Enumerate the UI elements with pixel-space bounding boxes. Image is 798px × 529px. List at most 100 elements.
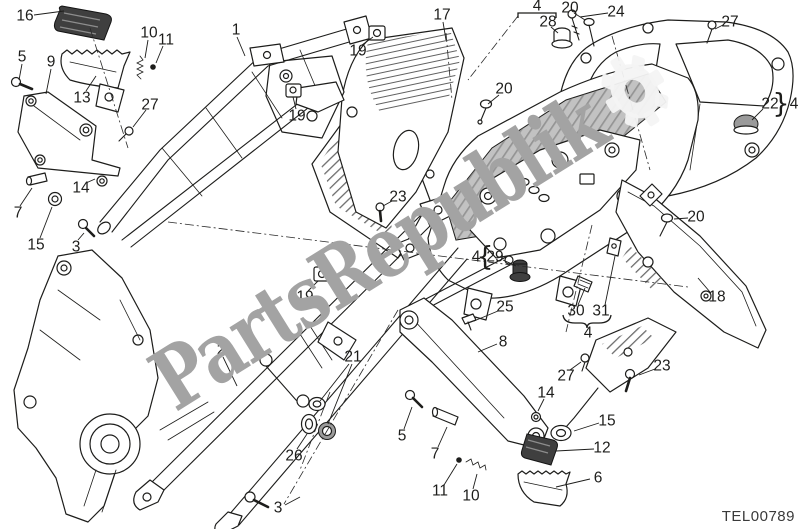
callout-leader (714, 24, 724, 30)
clip-nut-19b (285, 83, 302, 98)
callout-9: 9 (47, 54, 56, 71)
callout-leader (319, 363, 350, 402)
callout-leader (472, 473, 478, 490)
callout-leader (77, 232, 85, 241)
callout-leader (155, 45, 164, 64)
callout-leader (382, 200, 393, 207)
bolt-27-left (124, 126, 134, 136)
callout-17: 17 (433, 7, 450, 24)
callout-8: 8 (499, 334, 508, 351)
callout-leader (19, 187, 33, 207)
callout-leader (296, 433, 308, 450)
callout-leader (537, 398, 545, 412)
callout-leader (144, 39, 149, 59)
clip-nut-19c (313, 266, 331, 282)
pin-7-bottom (431, 406, 459, 426)
callout-19: 19 (349, 43, 366, 60)
callout-6: 6 (594, 470, 603, 487)
callout-leader (85, 75, 97, 92)
callout-3: 3 (72, 239, 81, 256)
callout-19: 19 (296, 289, 313, 306)
callout-leader (403, 406, 413, 430)
spring-10-bottom (465, 458, 487, 471)
callout-leader (502, 259, 517, 267)
callout-15: 15 (27, 237, 44, 254)
callout-leader (604, 255, 616, 306)
ball-11-bottom (456, 457, 462, 463)
callout-13: 13 (73, 90, 90, 107)
callout-leader (577, 287, 586, 306)
callout-20: 20 (495, 81, 513, 98)
callout-26: 26 (285, 448, 302, 465)
callout-30: 30 (567, 303, 585, 320)
callout-leader (638, 368, 656, 376)
callout-27: 27 (721, 14, 738, 31)
callout-2: 2 (217, 342, 226, 359)
callout-leader (236, 36, 246, 57)
callout-3: 3 (274, 500, 283, 517)
callout-12: 12 (593, 440, 610, 457)
subframe-lower-rails (133, 195, 468, 529)
callout-leader (307, 280, 319, 292)
callout-19: 19 (288, 108, 305, 125)
bolt-3-left (77, 218, 89, 230)
screw-23-mid (375, 202, 385, 223)
callout-29: 29 (486, 249, 503, 266)
spring-10-left (136, 55, 144, 80)
callout-27: 27 (557, 368, 574, 385)
callout-15: 15 (598, 413, 615, 430)
callout-7: 7 (14, 205, 23, 222)
callout-leader (292, 96, 297, 110)
callout-18: 18 (708, 289, 725, 306)
diagram-code: TEL00789 (721, 508, 795, 525)
callout-{: { (476, 242, 493, 273)
callout-5: 5 (398, 428, 407, 445)
callout-leader (442, 21, 447, 41)
callout-14: 14 (72, 180, 90, 197)
callout-leader (132, 109, 147, 128)
callout-11: 11 (158, 32, 174, 49)
rider-peg-bracket (557, 317, 677, 437)
bolt-5-bottom (404, 389, 424, 409)
kit-bracket (517, 12, 557, 18)
callout-leader (18, 63, 23, 81)
grommet-28 (551, 27, 573, 49)
callout-20: 20 (561, 0, 579, 17)
callout-20: 20 (687, 209, 705, 226)
screw-27-top (706, 20, 717, 44)
screw-23-right (624, 368, 636, 393)
callout-10: 10 (140, 25, 158, 42)
callout-leader (437, 426, 448, 448)
callout-leader (361, 36, 374, 46)
callout-16: 16 (16, 8, 33, 25)
callout-28: 28 (539, 14, 556, 31)
left-footpeg-assembly (17, 5, 131, 177)
callout-23: 23 (653, 358, 670, 375)
subframe-upper-trellis (97, 15, 373, 248)
plate-31 (606, 237, 622, 257)
bolt-5-left (10, 76, 22, 88)
callout-14: 14 (537, 385, 555, 402)
callout-leader (573, 12, 586, 21)
clip-nut-19a (368, 25, 386, 41)
callout-leader (327, 363, 353, 425)
callout-leader (555, 478, 591, 488)
callout-31: 31 (592, 303, 609, 320)
callout-21: 21 (344, 349, 361, 366)
callout-23: 23 (389, 189, 406, 206)
right-footpeg-parts (259, 353, 572, 507)
callout-24: 24 (607, 4, 625, 21)
callout-27: 27 (141, 97, 158, 114)
callout-10: 10 (462, 488, 480, 505)
callout-leader (573, 422, 600, 432)
callout-leader (473, 310, 499, 322)
callout-leader (697, 277, 711, 293)
callout-leader (579, 12, 609, 18)
callout-leader (443, 463, 458, 486)
bolt-3-bottom (244, 491, 270, 509)
callout-leader (673, 217, 689, 220)
callout-4: 4 (584, 325, 593, 342)
